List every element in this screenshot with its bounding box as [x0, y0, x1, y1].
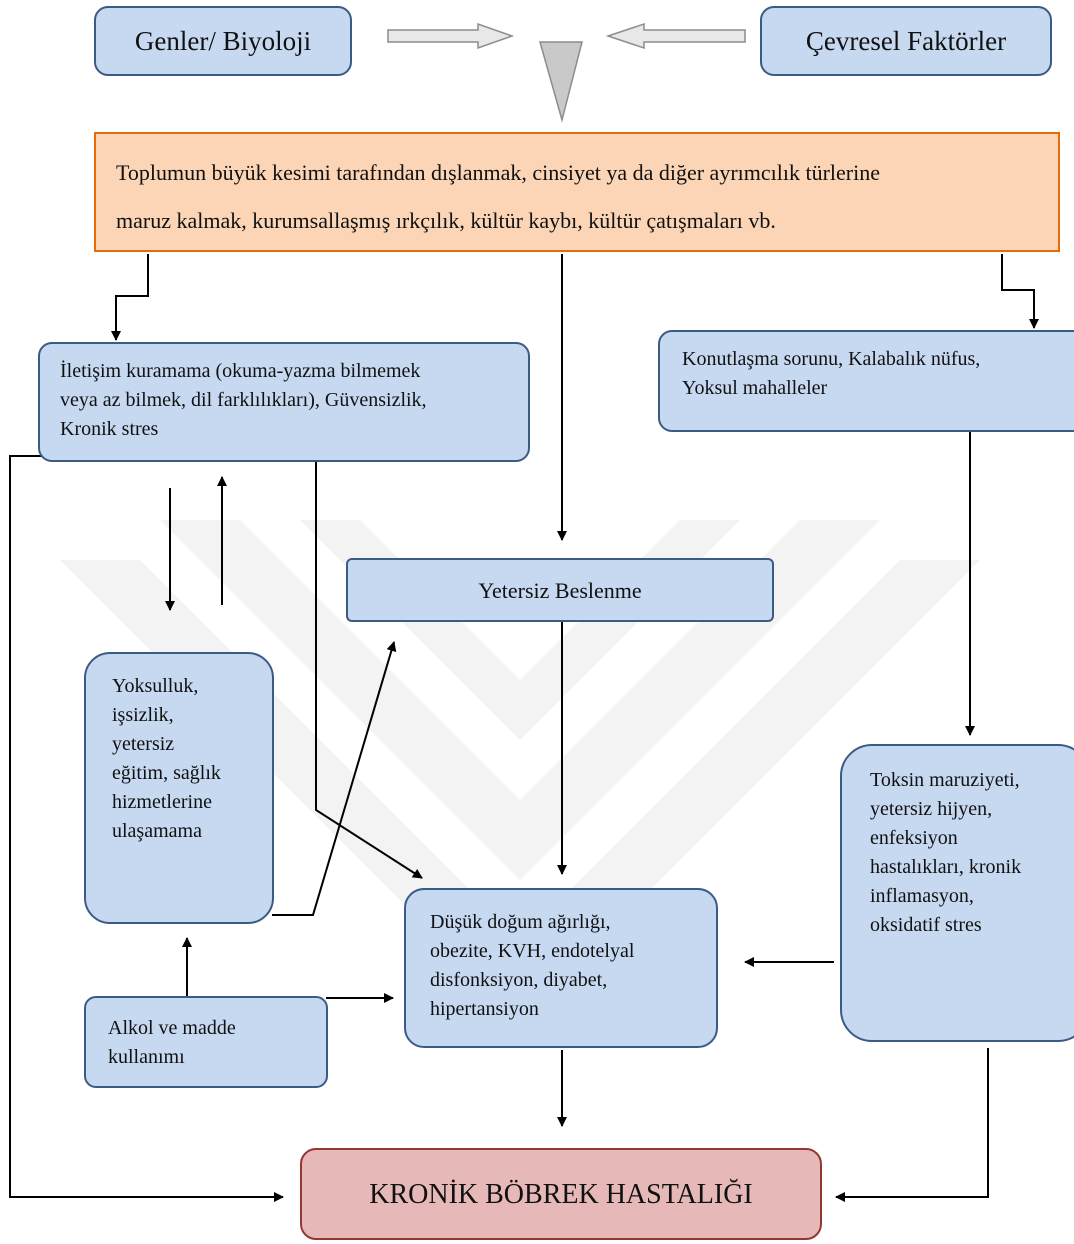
- communication-node: İletişim kuramama (okuma-yazma bilmemek …: [38, 342, 530, 462]
- malnutrition-label: Yetersiz Beslenme: [478, 577, 642, 603]
- lowbirth-line-2: obezite, KVH, endotelyal: [430, 940, 635, 962]
- merge-triangle: [539, 41, 583, 123]
- toxin-line-6: oksidatif stres: [870, 914, 982, 936]
- toxin-line-3: enfeksiyon: [870, 827, 958, 849]
- alcohol-line-2: kullanımı: [108, 1046, 185, 1068]
- arrow-toxin-to-ckd: [835, 1048, 989, 1202]
- ckd-node: KRONİK BÖBREK HASTALIĞI: [300, 1148, 822, 1240]
- discrimination-line1: Toplumun büyük kesimi tarafından dışlanm…: [116, 160, 880, 185]
- gray-arrow-right: [387, 22, 515, 50]
- arrow-to-housing: [1001, 254, 1039, 329]
- lowbirth-line-4: hipertansiyon: [430, 998, 539, 1020]
- discrimination-line2: maruz kalmak, kurumsallaşmış ırkçılık, k…: [116, 208, 776, 233]
- gray-arrow-left: [605, 22, 746, 50]
- environment-node: Çevresel Faktörler: [760, 6, 1052, 76]
- housing-line-2: Yoksul mahalleler: [682, 377, 828, 399]
- communication-line-2: veya az bilmek, dil farklılıkları), Güve…: [60, 389, 427, 411]
- poverty-node: Yoksulluk, işsizlik, yetersiz eğitim, sa…: [84, 652, 274, 924]
- ckd-label: KRONİK BÖBREK HASTALIĞI: [369, 1178, 753, 1210]
- arrow-to-communication: [111, 254, 149, 341]
- environment-label: Çevresel Faktörler: [805, 25, 1007, 56]
- toxin-line-5: inflamasyon,: [870, 885, 974, 907]
- housing-node: Konutlaşma sorunu, Kalabalık nüfus, Yoks…: [658, 330, 1074, 432]
- lowbirth-node: Düşük doğum ağırlığı, obezite, KVH, endo…: [404, 888, 718, 1048]
- discrimination-node: Toplumun büyük kesimi tarafından dışlanm…: [94, 132, 1060, 252]
- poverty-line-2: işsizlik,: [112, 704, 174, 726]
- toxin-line-1: Toksin maruziyeti,: [870, 769, 1020, 791]
- alcohol-line-1: Alkol ve madde: [108, 1017, 236, 1039]
- genes-label: Genler/ Biyoloji: [134, 25, 312, 56]
- malnutrition-node: Yetersiz Beslenme: [346, 558, 774, 622]
- housing-line-1: Konutlaşma sorunu, Kalabalık nüfus,: [682, 348, 981, 370]
- poverty-line-3: yetersiz: [112, 733, 175, 755]
- arrow-poverty-to-malnutrition: [272, 641, 397, 916]
- communication-line-3: Kronik stres: [60, 418, 159, 440]
- lowbirth-line-3: disfonksiyon, diyabet,: [430, 969, 608, 991]
- toxin-line-4: hastalıkları, kronik: [870, 856, 1022, 878]
- toxin-node: Toksin maruziyeti, yetersiz hijyen, enfe…: [840, 744, 1074, 1042]
- lowbirth-line-1: Düşük doğum ağırlığı,: [430, 911, 611, 933]
- poverty-line-5: hizmetlerine: [112, 791, 212, 813]
- communication-line-1: İletişim kuramama (okuma-yazma bilmemek: [60, 360, 421, 382]
- poverty-line-1: Yoksulluk,: [112, 675, 199, 697]
- poverty-line-4: eğitim, sağlık: [112, 762, 221, 784]
- poverty-line-6: ulaşamama: [112, 820, 202, 842]
- alcohol-node: Alkol ve madde kullanımı: [84, 996, 328, 1088]
- arrow-communication-to-ckd: [9, 455, 284, 1202]
- toxin-line-2: yetersiz hijyen,: [870, 798, 993, 820]
- arrow-communication-to-lowbirth: [315, 462, 423, 879]
- genes-node: Genler/ Biyoloji: [94, 6, 352, 76]
